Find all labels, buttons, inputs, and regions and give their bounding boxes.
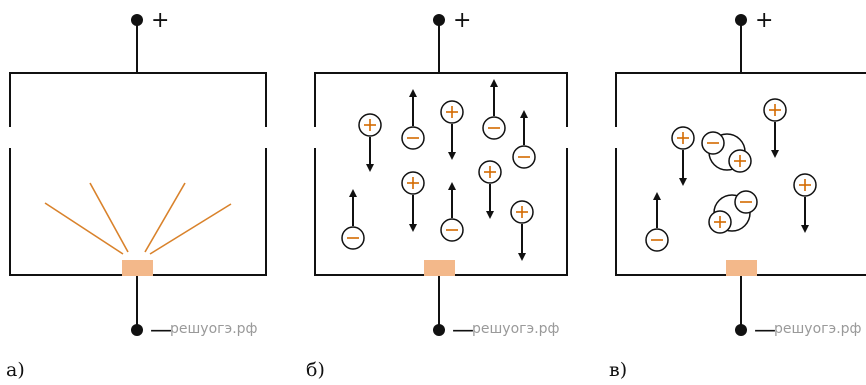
radiation-source-a xyxy=(122,260,153,276)
top-terminal-b xyxy=(433,14,445,26)
radiation-source-c xyxy=(726,260,757,276)
positive-ion xyxy=(763,98,787,122)
positive-ion xyxy=(358,113,382,137)
minus-sign-c: — xyxy=(754,318,776,343)
chamber-top-wall-b xyxy=(314,72,568,127)
positive-ion xyxy=(478,160,502,184)
panel-c: + — решуогэ.рф в) xyxy=(609,8,866,381)
top-terminal-a xyxy=(131,14,143,26)
positive-ion xyxy=(510,200,534,224)
electron xyxy=(440,218,464,242)
plus-sign-a: + xyxy=(151,8,169,33)
chamber-bottom-wall-a xyxy=(9,148,267,276)
minus-sign-b: — xyxy=(452,318,474,343)
chamber-top-wall-a xyxy=(9,72,267,127)
panel-a: + — решуогэ.рф а) xyxy=(6,8,267,381)
positive-ion xyxy=(793,173,817,197)
panel-label-b: б) xyxy=(306,359,325,381)
electron xyxy=(512,145,536,169)
panel-b: + — решуогэ.рф б) xyxy=(306,8,568,381)
electron xyxy=(401,126,425,150)
watermark-c: решуогэ.рф xyxy=(774,321,862,337)
positive-ion xyxy=(401,171,425,195)
chamber-top-wall-c xyxy=(615,72,866,127)
positive-ion xyxy=(440,100,464,124)
panel-label-a: а) xyxy=(6,359,25,381)
bottom-terminal-b xyxy=(433,324,445,336)
watermark-b: решуогэ.рф xyxy=(472,321,560,337)
bottom-terminal-a xyxy=(131,324,143,336)
radiation-source-b xyxy=(424,260,455,276)
recombination-cluster xyxy=(701,131,752,173)
radiation-rays xyxy=(44,182,232,255)
electron xyxy=(341,226,365,250)
chamber-bottom-wall-c xyxy=(615,148,866,276)
plus-sign-c: + xyxy=(755,8,773,33)
electron xyxy=(482,116,506,140)
electron xyxy=(645,228,669,252)
plus-sign-b: + xyxy=(453,8,471,33)
recombination-cluster xyxy=(708,190,758,234)
top-terminal-c xyxy=(735,14,747,26)
watermark-a: решуогэ.рф xyxy=(170,321,258,337)
minus-sign-a: — xyxy=(150,318,172,343)
panel-label-c: в) xyxy=(609,359,627,381)
positive-ion xyxy=(671,126,695,150)
bottom-terminal-c xyxy=(735,324,747,336)
